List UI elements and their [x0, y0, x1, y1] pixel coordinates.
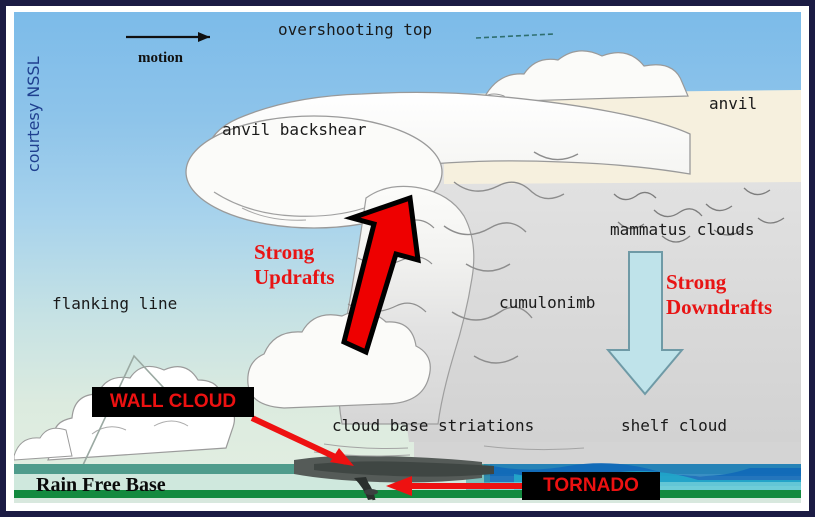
flanking-line-label: flanking line [52, 294, 178, 313]
updraft-arrow-icon [341, 194, 421, 356]
tornado-debris-cloud [364, 489, 378, 495]
right-cloud-squiggles [443, 151, 579, 364]
tornado-callout: TORNADO [522, 472, 660, 500]
ground-foreground [14, 498, 801, 503]
anvil-backshear-crease-2 [241, 207, 307, 221]
wall-cloud-dark-core [314, 461, 494, 477]
anvil-backshear-crease-1 [213, 191, 371, 217]
strong-updrafts-annotation: Strong Updrafts [254, 240, 335, 290]
anvil-label: anvil [709, 94, 758, 113]
mammatus-lobes [613, 187, 785, 243]
motion-arrow-icon [126, 32, 210, 42]
cumulus-crease-2 [153, 420, 189, 427]
strong-downdrafts-line1: Strong [666, 270, 727, 294]
mid-cloud-puff [247, 310, 431, 409]
overshooting-top-leader-line [475, 33, 555, 39]
tornado-pointer-icon [386, 476, 522, 496]
strong-downdrafts-line2: Downdrafts [666, 295, 773, 319]
strong-updrafts-line1: Strong [254, 240, 315, 264]
tornado-label: TORNADO [543, 475, 639, 496]
anvil-backshear-label: anvil backshear [222, 120, 367, 139]
mammatus-clouds-label: mammatus clouds [610, 220, 755, 239]
downdraft-arrow-icon [605, 251, 685, 396]
overshooting-top-shape [483, 50, 689, 103]
overshooting-top-label: overshooting top [278, 20, 433, 39]
cumulonimbus-label: cumulonimb [499, 293, 596, 312]
supercell-diagram-canvas: courtesy NSSL motion overshooting top an… [14, 12, 801, 503]
strong-updrafts-line2: Updrafts [254, 265, 335, 289]
courtesy-nssl-label: courtesy NSSL [24, 56, 43, 172]
wall-cloud-label: WALL CLOUD [109, 391, 237, 412]
cumulus-crease-1 [91, 426, 127, 435]
wall-cloud-pointer-icon [250, 415, 354, 466]
motion-label: motion [138, 50, 183, 66]
strong-downdrafts-annotation: Strong Downdrafts [666, 270, 772, 320]
far-left-cumulus [14, 427, 73, 461]
rain-free-base-label: Rain Free Base [36, 474, 166, 496]
cumulonimbus-body [402, 132, 801, 442]
shelf-cloud-label: shelf cloud [621, 416, 727, 435]
wall-cloud-callout: WALL CLOUD [92, 387, 254, 417]
shelf-cloud-slab [414, 442, 801, 464]
cloud-base-striations-label: cloud base striations [332, 416, 535, 435]
